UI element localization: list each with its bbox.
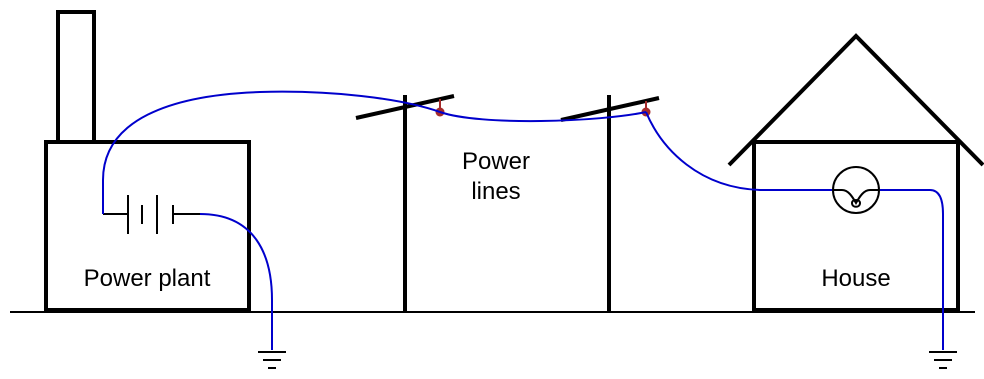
power-lines-label-line1: Power [462, 148, 530, 175]
house-label: House [821, 265, 890, 292]
wires [102, 90, 944, 350]
power-lines-label-line2: lines [471, 178, 520, 205]
ground-symbol-plant [258, 351, 286, 369]
power-plant-building [44, 140, 251, 312]
ground-symbol-house [929, 351, 957, 369]
house-roof [727, 33, 984, 167]
power-plant: Power plant [44, 10, 251, 312]
wire-pole-to-house [645, 111, 832, 191]
lamp-load-symbol [832, 166, 880, 214]
utility-pole-right [560, 95, 660, 312]
smokestack [56, 10, 96, 144]
utility-pole-left [355, 94, 455, 312]
power-plant-label: Power plant [84, 265, 211, 292]
wire-pole-to-pole [439, 111, 647, 123]
wire-plant-to-pole [102, 90, 441, 214]
wire-plant-to-ground [199, 213, 273, 350]
battery-symbol [103, 195, 200, 234]
wire-house-to-ground [880, 189, 944, 350]
